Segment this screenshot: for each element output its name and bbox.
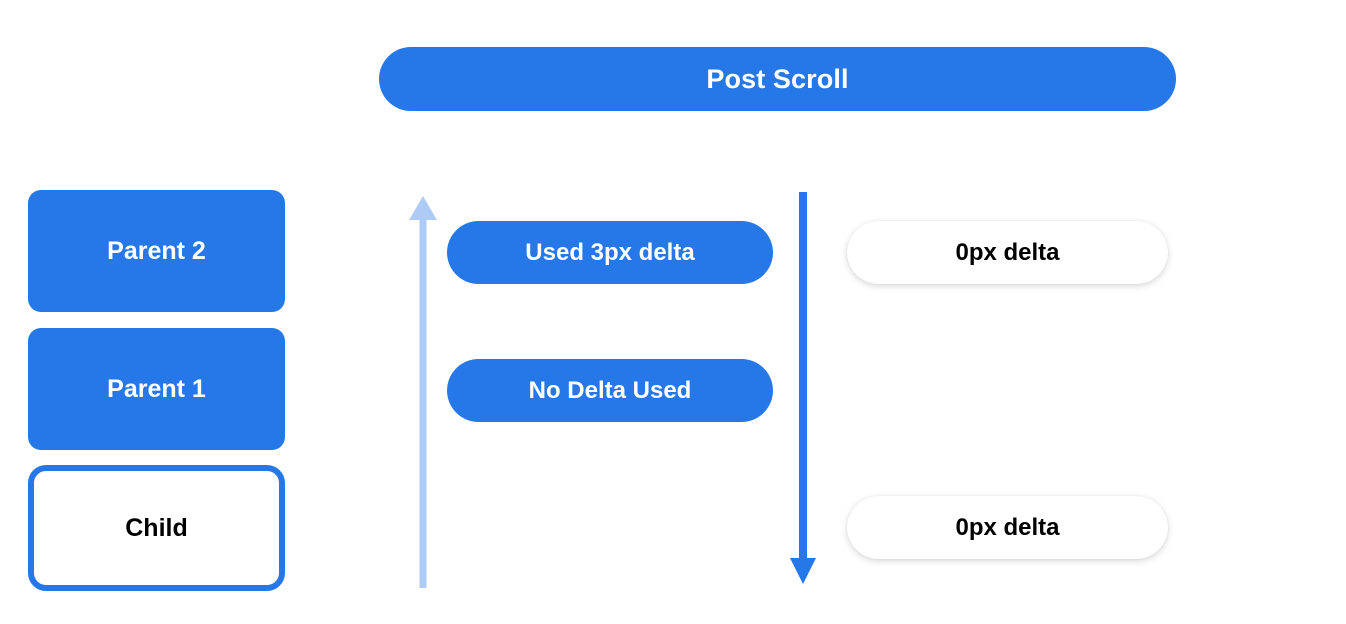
pill-result-delta-bottom-label: 0px delta [955, 513, 1060, 541]
pill-used-3px-delta: Used 3px delta [447, 221, 773, 284]
pill-no-delta-used: No Delta Used [447, 359, 773, 422]
pill-result-delta-top: 0px delta [847, 221, 1168, 284]
node-child: Child [28, 465, 285, 591]
node-parent-2: Parent 2 [28, 190, 285, 312]
post-scroll-header-label: Post Scroll [706, 63, 849, 94]
node-child-label: Child [125, 513, 188, 542]
pill-result-delta-top-label: 0px delta [955, 238, 1060, 266]
post-scroll-header: Post Scroll [379, 47, 1176, 111]
scroll-propagation-down-arrow-icon [790, 192, 816, 584]
pill-result-delta-bottom: 0px delta [847, 496, 1168, 559]
pill-used-3px-delta-label: Used 3px delta [525, 238, 695, 266]
node-parent-2-label: Parent 2 [107, 236, 206, 265]
node-parent-1-label: Parent 1 [107, 374, 206, 403]
pill-no-delta-used-label: No Delta Used [528, 376, 692, 404]
scroll-propagation-up-arrow-icon [409, 196, 437, 588]
node-parent-1: Parent 1 [28, 328, 285, 450]
